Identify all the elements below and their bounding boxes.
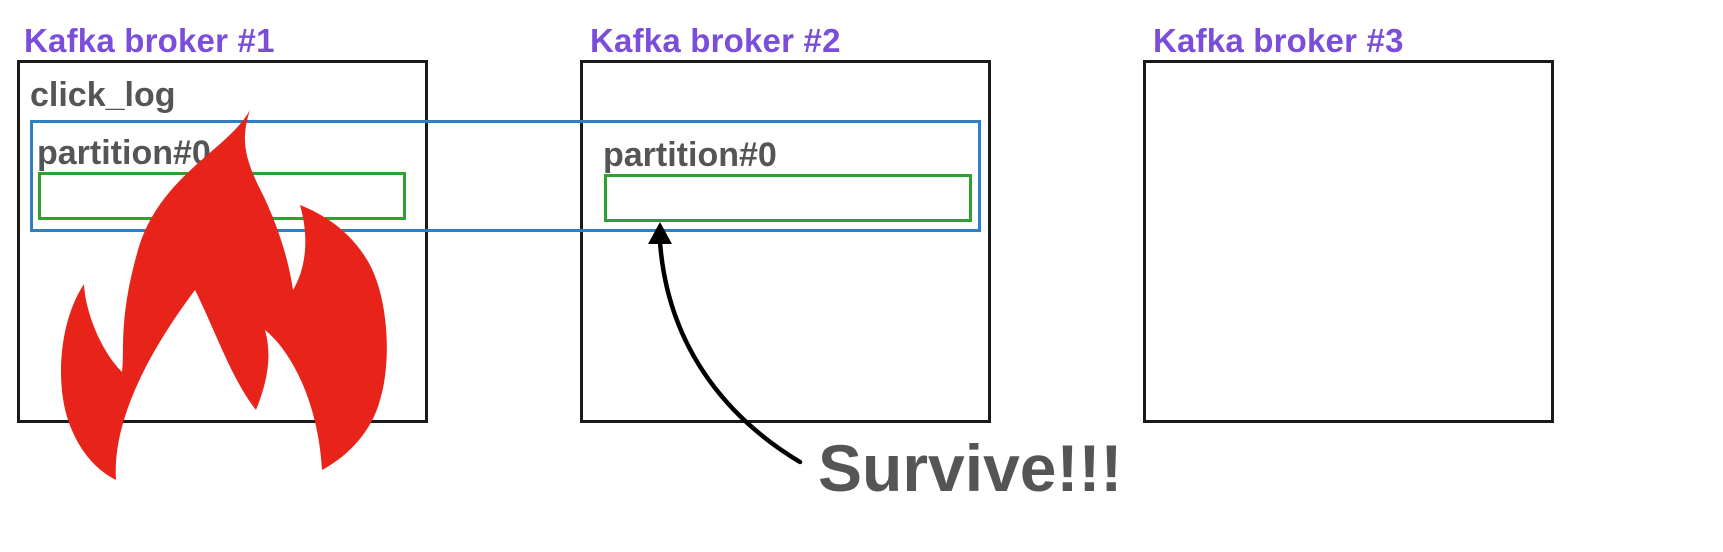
broker-1-partition-label: partition#0 [37,134,211,172]
broker-2-box [580,60,991,423]
broker-1-box [17,60,428,423]
broker-2-title: Kafka broker #2 [590,22,841,59]
survive-callout: Survive!!! [818,431,1123,505]
broker-3-title: Kafka broker #3 [1153,22,1404,59]
topic-replication-box [30,120,981,232]
broker-2-partition-box [604,174,972,222]
broker-1-title: Kafka broker #1 [24,22,275,59]
arrow-icon [648,222,803,465]
broker-2-partition-label: partition#0 [603,136,777,174]
broker-3-box [1143,60,1554,423]
topic-label: click_log [30,76,176,114]
fire-icon [61,110,387,480]
